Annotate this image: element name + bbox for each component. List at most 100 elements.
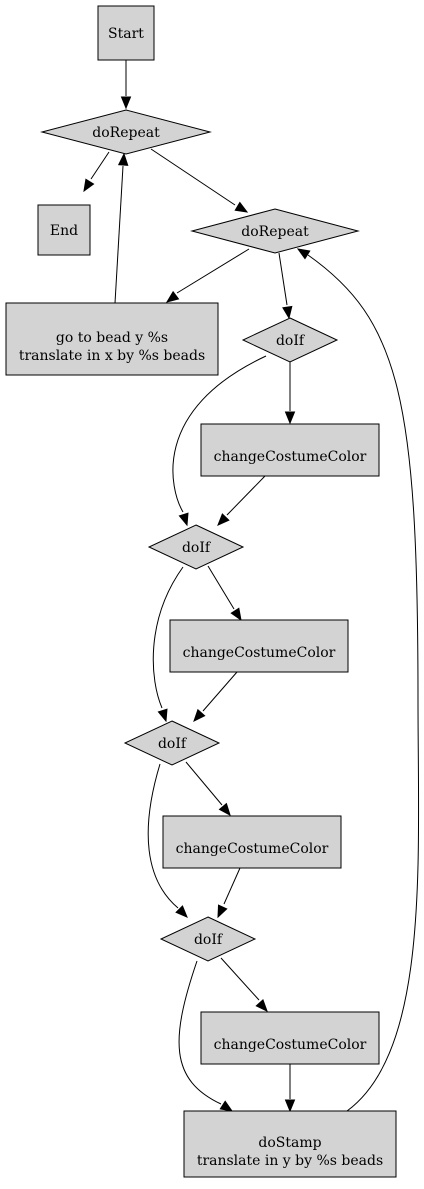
node-label: changeCostumeColor [176, 841, 329, 857]
node-label: changeCostumeColor [214, 1037, 367, 1053]
node-color2: changeCostumeColor [169, 619, 349, 673]
edge-line [114, 165, 124, 304]
edge-if1-to-if2 [172, 355, 267, 527]
arrowhead [117, 152, 129, 166]
edges [83, 60, 420, 1113]
node-label: translate in x by %s beads [19, 348, 205, 364]
edge-if4-to-color4 [220, 957, 268, 1012]
edge-line [202, 671, 238, 712]
process-box [37, 204, 91, 256]
edge-color2-to-if3 [193, 671, 238, 722]
process-box [97, 5, 155, 61]
node-stamp: doStamp translate in y by %s beads [183, 1110, 397, 1178]
node-color4: changeCostumeColor [200, 1011, 380, 1065]
edge-line [223, 867, 241, 905]
decision-diamond [40, 109, 212, 155]
arrowhead [218, 802, 231, 817]
node-label: changeCostumeColor [183, 645, 336, 661]
arrowhead [282, 305, 293, 320]
decision-diamond [241, 317, 339, 363]
edge-line [90, 151, 110, 180]
edge-if2-to-if3 [152, 566, 184, 723]
edge-line [178, 960, 222, 1105]
edge-line [147, 763, 179, 909]
process-box [200, 423, 380, 477]
arrowhead [284, 1099, 296, 1113]
node-label: doStamp [258, 1135, 321, 1151]
node-label: doIf [158, 736, 188, 752]
arrowhead [217, 904, 228, 919]
node-label: doRepeat [92, 125, 160, 141]
node-label: changeCostumeColor [214, 449, 367, 465]
node-if4: doIf [159, 916, 257, 962]
node-repeat1: doRepeat [40, 109, 212, 155]
edge-repeat1-to-repeat2 [150, 148, 249, 213]
process-box [162, 815, 342, 869]
edge-if1-to-color1 [284, 362, 296, 425]
edge-stamp-to-repeat2 [296, 248, 420, 1112]
decision-diamond [190, 208, 360, 254]
process-box [183, 1110, 397, 1178]
edge-start-to-repeat1 [120, 60, 132, 110]
edge-line [226, 475, 266, 516]
arrowhead [120, 96, 132, 110]
process-box [169, 619, 349, 673]
edge-repeat2-to-goto [165, 248, 250, 303]
arrowhead [296, 248, 311, 260]
edge-goto-to-repeat1 [114, 152, 129, 304]
node-label: doIf [276, 333, 306, 349]
arrowhead [230, 607, 242, 622]
node-repeat2: doRepeat [190, 208, 360, 254]
node-label: doIf [182, 540, 212, 556]
node-if2: doIf [147, 524, 245, 570]
node-if1: doIf [241, 317, 339, 363]
edge-line [278, 252, 288, 306]
node-if3: doIf [123, 720, 221, 766]
process-box [200, 1011, 380, 1065]
decision-diamond [147, 524, 245, 570]
arrowhead [217, 513, 230, 526]
node-label: doRepeat [241, 224, 309, 240]
edge-line [220, 957, 260, 1001]
edge-color4-to-stamp [284, 1064, 296, 1113]
edge-line [152, 566, 184, 709]
node-start: Start [97, 5, 155, 61]
arrowhead [234, 201, 249, 213]
node-label: translate in y by %s beads [197, 1153, 383, 1169]
edge-if2-to-color2 [207, 565, 242, 622]
node-color3: changeCostumeColor [162, 815, 342, 869]
edge-repeat2-to-if1 [278, 252, 293, 320]
edge-if3-to-if4 [147, 763, 188, 918]
arrowhead [157, 708, 168, 723]
edge-line [172, 355, 267, 513]
edge-line [207, 565, 235, 610]
arrowhead [219, 1100, 234, 1112]
decision-diamond [159, 916, 257, 962]
edge-if4-to-stamp [178, 960, 234, 1112]
edge-line [150, 148, 236, 206]
arrowhead [165, 290, 180, 303]
edge-color3-to-if4 [217, 867, 241, 919]
node-color1: changeCostumeColor [200, 423, 380, 477]
node-end: End [37, 204, 91, 256]
arrowhead [284, 411, 296, 425]
arrowhead [83, 178, 95, 193]
edge-repeat1-to-end [83, 151, 110, 193]
decision-diamond [123, 720, 221, 766]
node-goto: go to bead y %s translate in x by %s bead… [5, 302, 219, 376]
edge-line [307, 254, 420, 1112]
arrowhead [193, 708, 206, 722]
edge-line [176, 248, 250, 294]
edge-color1-to-if2 [217, 475, 266, 526]
edge-line [185, 761, 223, 806]
arrowhead [255, 998, 268, 1012]
node-label: Start [108, 26, 144, 42]
arrowhead [178, 512, 189, 527]
node-label: go to bead y %s [56, 330, 168, 346]
arrowhead [175, 905, 188, 918]
process-box [5, 302, 219, 376]
edge-if3-to-color3 [185, 761, 231, 817]
node-label: End [50, 223, 78, 239]
